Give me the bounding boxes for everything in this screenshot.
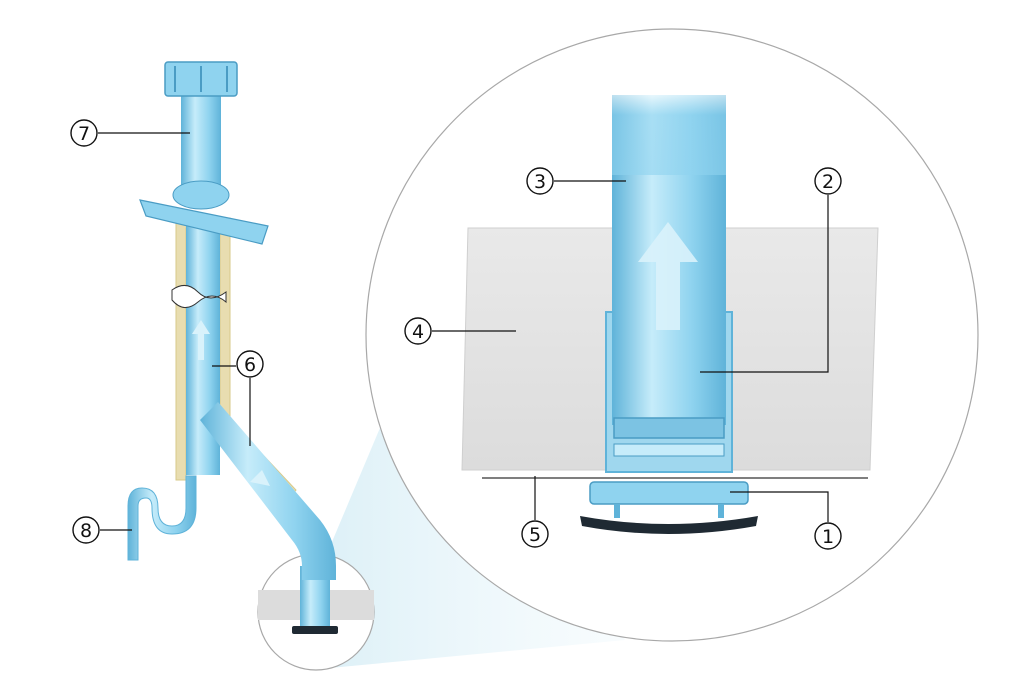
detail-magnified-view: [365, 28, 979, 642]
airflow-arrow: [638, 222, 698, 330]
callout-3: 3: [526, 167, 554, 195]
leader-1: [730, 491, 829, 522]
svg-text:7: 7: [78, 123, 90, 145]
callout-6: 6: [236, 350, 264, 378]
svg-text:2: 2: [822, 171, 834, 193]
svg-text:8: 8: [80, 520, 92, 542]
leader-2: [700, 195, 829, 373]
trap: [127, 475, 197, 561]
svg-text:3: 3: [534, 171, 546, 193]
callout-8: 8: [72, 516, 100, 544]
svg-text:4: 4: [412, 321, 424, 343]
flange: [589, 481, 749, 505]
callout-2: 2: [814, 167, 842, 195]
roof-collar: [172, 180, 230, 210]
vent-stack: [181, 95, 221, 190]
branch-pipe: [200, 402, 336, 580]
svg-text:1: 1: [822, 526, 834, 548]
callout-4: 4: [404, 317, 432, 345]
svg-text:6: 6: [244, 354, 256, 376]
roof-flashing: [139, 199, 269, 245]
callout-5: 5: [521, 520, 549, 548]
callout-7: 7: [70, 119, 98, 147]
pipe-break: [171, 285, 227, 308]
flange-gasket: [580, 516, 758, 534]
callout-1: 1: [814, 522, 842, 550]
seal-ring: [613, 417, 725, 439]
svg-text:5: 5: [529, 524, 541, 546]
